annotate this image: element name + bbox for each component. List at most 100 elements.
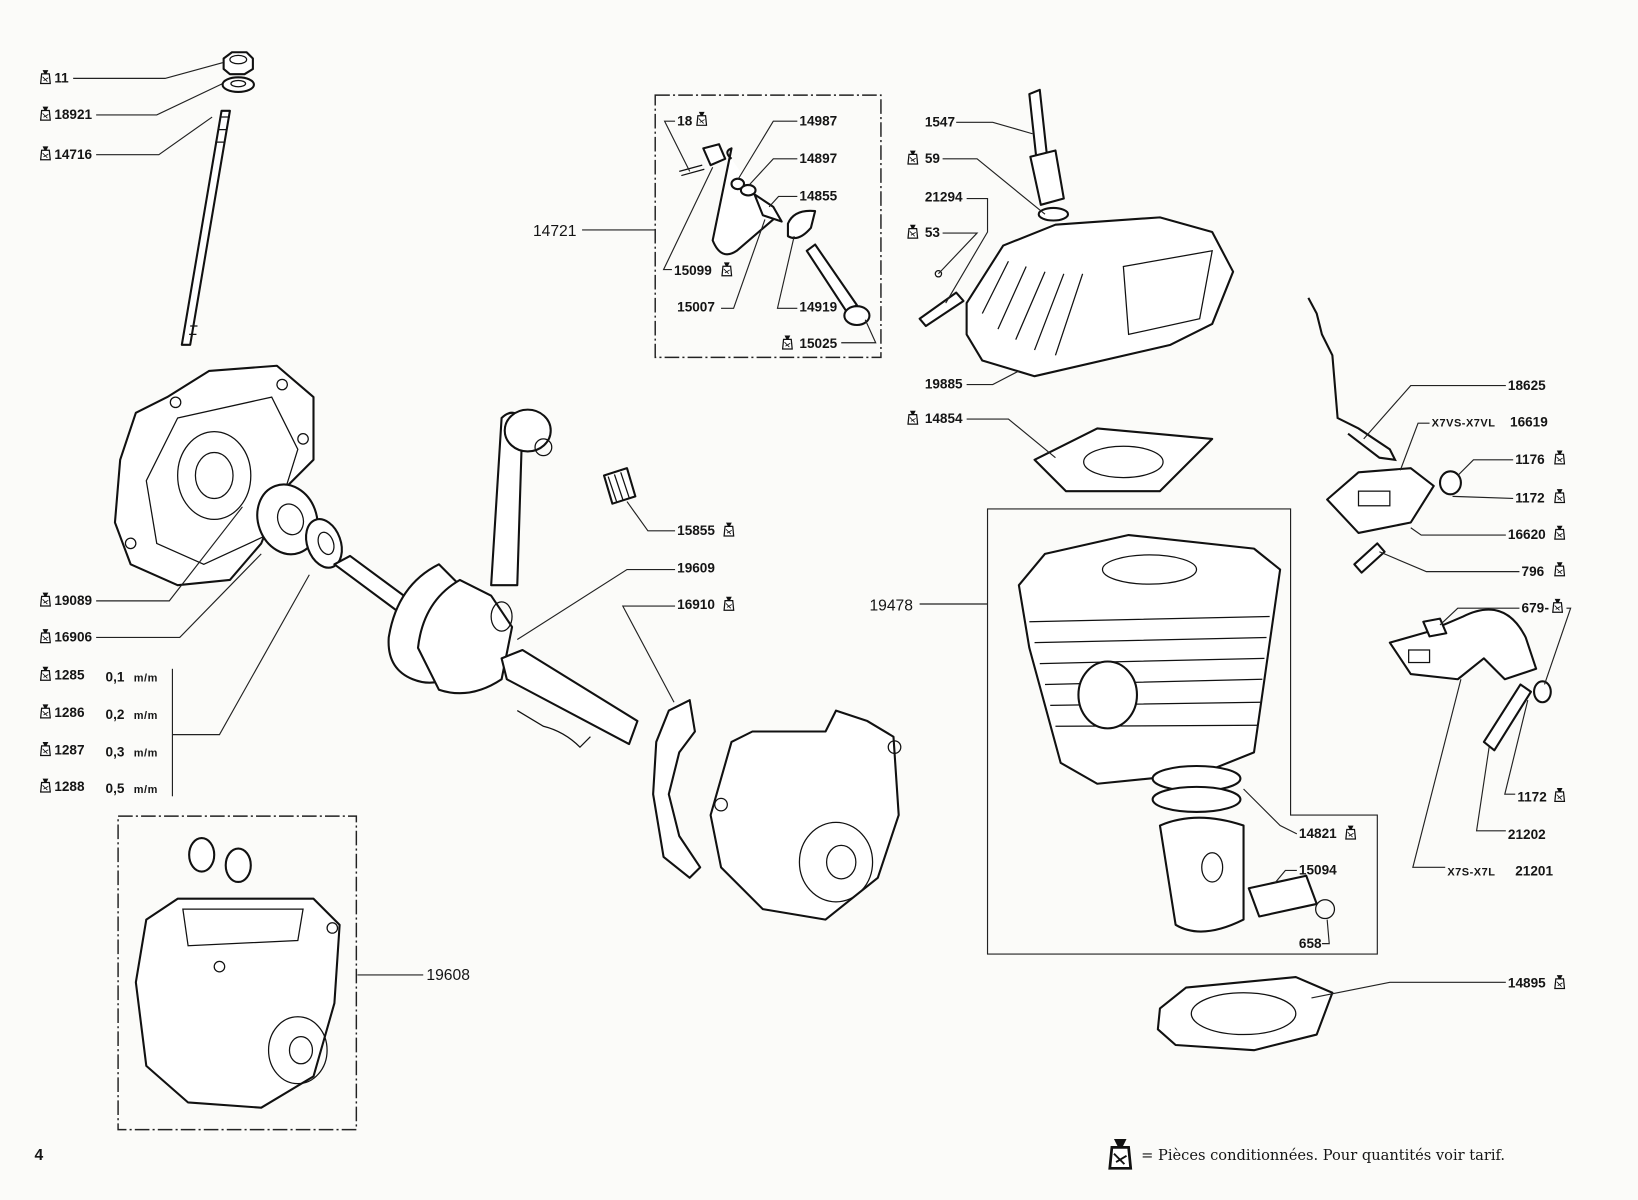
callout-15099: 15099 bbox=[662, 166, 733, 278]
head-clip bbox=[918, 270, 965, 328]
svg-text:1172: 1172 bbox=[1515, 491, 1545, 506]
svg-text:1286: 1286 bbox=[54, 705, 85, 720]
choke-lever bbox=[1307, 297, 1397, 462]
callout-19609: 19609 bbox=[516, 561, 715, 641]
callout-16619: X7VS-X7VL 16619 bbox=[1399, 414, 1548, 471]
svg-text:14897: 14897 bbox=[799, 151, 837, 166]
callout-11: 11 bbox=[40, 62, 223, 86]
packaged-bag-icon bbox=[723, 596, 735, 611]
packaged-bag-icon bbox=[907, 149, 919, 165]
packaged-bag-icon bbox=[40, 106, 51, 121]
packaged-bag-icon bbox=[40, 666, 51, 681]
callout-19885: 19885 bbox=[925, 370, 1020, 392]
svg-text:1172: 1172 bbox=[1517, 790, 1547, 805]
callout-14895: 14895 bbox=[1311, 974, 1566, 999]
svg-text:14854: 14854 bbox=[925, 411, 963, 426]
packaged-bag-icon bbox=[40, 591, 51, 607]
intake-stud bbox=[1353, 542, 1386, 574]
callout-14855: 14855 bbox=[768, 189, 838, 208]
svg-text:15007: 15007 bbox=[677, 299, 715, 314]
callout-1547: 1547 bbox=[925, 114, 1033, 135]
callout-658: 658 bbox=[1299, 919, 1330, 951]
svg-text:15099: 15099 bbox=[674, 263, 712, 278]
svg-text:15855: 15855 bbox=[677, 523, 715, 538]
svg-text:16910: 16910 bbox=[677, 597, 715, 612]
svg-text:11: 11 bbox=[54, 71, 69, 86]
callout-59: 59 bbox=[907, 149, 1046, 215]
packaged-bag-icon bbox=[907, 410, 919, 425]
shim-row: 1288 0,5 m/m bbox=[40, 777, 157, 796]
callout-16910: 16910 bbox=[621, 596, 735, 703]
callout-16620: 16620 bbox=[1410, 525, 1566, 542]
base-gasket bbox=[1156, 976, 1334, 1052]
svg-text:m/m: m/m bbox=[134, 710, 158, 722]
callout-15007: 15007 bbox=[677, 219, 766, 314]
svg-text:0,5: 0,5 bbox=[106, 781, 125, 796]
svg-text:18625: 18625 bbox=[1508, 378, 1546, 393]
svg-text:0,2: 0,2 bbox=[106, 707, 125, 722]
svg-text:14919: 14919 bbox=[799, 299, 837, 314]
svg-text:-: - bbox=[1545, 600, 1550, 615]
callout-1172-b: 1172 bbox=[1504, 700, 1566, 805]
assembly-box-19608 bbox=[117, 815, 358, 1131]
crankshaft bbox=[333, 408, 639, 749]
svg-text:53: 53 bbox=[925, 225, 941, 240]
packaged-bag-icon bbox=[1554, 787, 1566, 803]
shim-row: 1287 0,3 m/m bbox=[40, 741, 158, 760]
callout-796: 796 bbox=[1379, 551, 1566, 579]
assembly-box-14721 bbox=[654, 94, 882, 359]
washer bbox=[221, 76, 255, 94]
packaged-bag-icon bbox=[781, 334, 793, 350]
artist-signature bbox=[516, 710, 591, 749]
svg-text:1288: 1288 bbox=[54, 779, 85, 794]
svg-text:15094: 15094 bbox=[1299, 863, 1337, 878]
shim-list: 1285 0,1 m/m 1286 0,2 m/m 1287 0,3 m/m 1… bbox=[40, 574, 310, 797]
svg-text:18: 18 bbox=[677, 113, 693, 128]
callout-21201: X7S-X7L 21201 bbox=[1412, 679, 1553, 879]
callout-18: 18 bbox=[663, 111, 708, 172]
svg-text:m/m: m/m bbox=[134, 672, 158, 684]
piston bbox=[1158, 816, 1245, 933]
svg-text:14895: 14895 bbox=[1508, 976, 1546, 991]
svg-text:1547: 1547 bbox=[925, 114, 955, 129]
callout-15855: 15855 bbox=[626, 501, 735, 538]
callout-14821: 14821 bbox=[1243, 788, 1357, 841]
svg-text:X7VS-X7VL: X7VS-X7VL bbox=[1432, 417, 1496, 429]
callout-14919: 14919 bbox=[776, 236, 838, 314]
callout-53: 53 bbox=[907, 224, 979, 275]
packaged-bag-icon bbox=[1554, 488, 1566, 504]
legend: = Pièces conditionnées. Pour quantités v… bbox=[1108, 1137, 1505, 1170]
cylinder bbox=[1017, 533, 1282, 785]
callout-15025: 15025 bbox=[781, 319, 877, 351]
svg-text:1287: 1287 bbox=[54, 742, 84, 757]
callout-679: 679 - bbox=[1439, 598, 1572, 685]
intake-bracket bbox=[1482, 680, 1552, 752]
svg-text:796: 796 bbox=[1522, 564, 1545, 579]
assembly-box-19478 bbox=[986, 508, 1378, 955]
callout-1176: 1176 bbox=[1457, 449, 1566, 476]
callout-14721: 14721 bbox=[533, 223, 656, 240]
svg-text:16906: 16906 bbox=[54, 630, 92, 645]
callout-18625: 18625 bbox=[1363, 378, 1546, 440]
svg-text:m/m: m/m bbox=[134, 748, 158, 760]
svg-text:18921: 18921 bbox=[54, 107, 92, 122]
packaged-bag-icon bbox=[1554, 449, 1566, 465]
svg-text:59: 59 bbox=[925, 151, 941, 166]
packaged-bag-icon bbox=[1345, 825, 1357, 840]
callout-1172-a: 1172 bbox=[1452, 488, 1566, 506]
packaged-bag-icon bbox=[1554, 525, 1566, 540]
svg-text:679: 679 bbox=[1522, 600, 1545, 615]
callout-15094: 15094 bbox=[1274, 863, 1337, 884]
svg-text:19608: 19608 bbox=[426, 967, 470, 984]
intake-plug bbox=[1438, 470, 1462, 496]
svg-text:16620: 16620 bbox=[1508, 527, 1546, 542]
packaged-bag-icon bbox=[1554, 561, 1566, 577]
nut bbox=[222, 51, 254, 76]
packaged-bag-icon bbox=[1554, 974, 1566, 990]
svg-text:16619: 16619 bbox=[1510, 414, 1548, 429]
piston-pin bbox=[1247, 874, 1318, 918]
callout-19608: 19608 bbox=[357, 967, 470, 984]
svg-text:21201: 21201 bbox=[1515, 864, 1553, 879]
piston-rings bbox=[1151, 764, 1242, 814]
spark-plug bbox=[1028, 88, 1070, 222]
